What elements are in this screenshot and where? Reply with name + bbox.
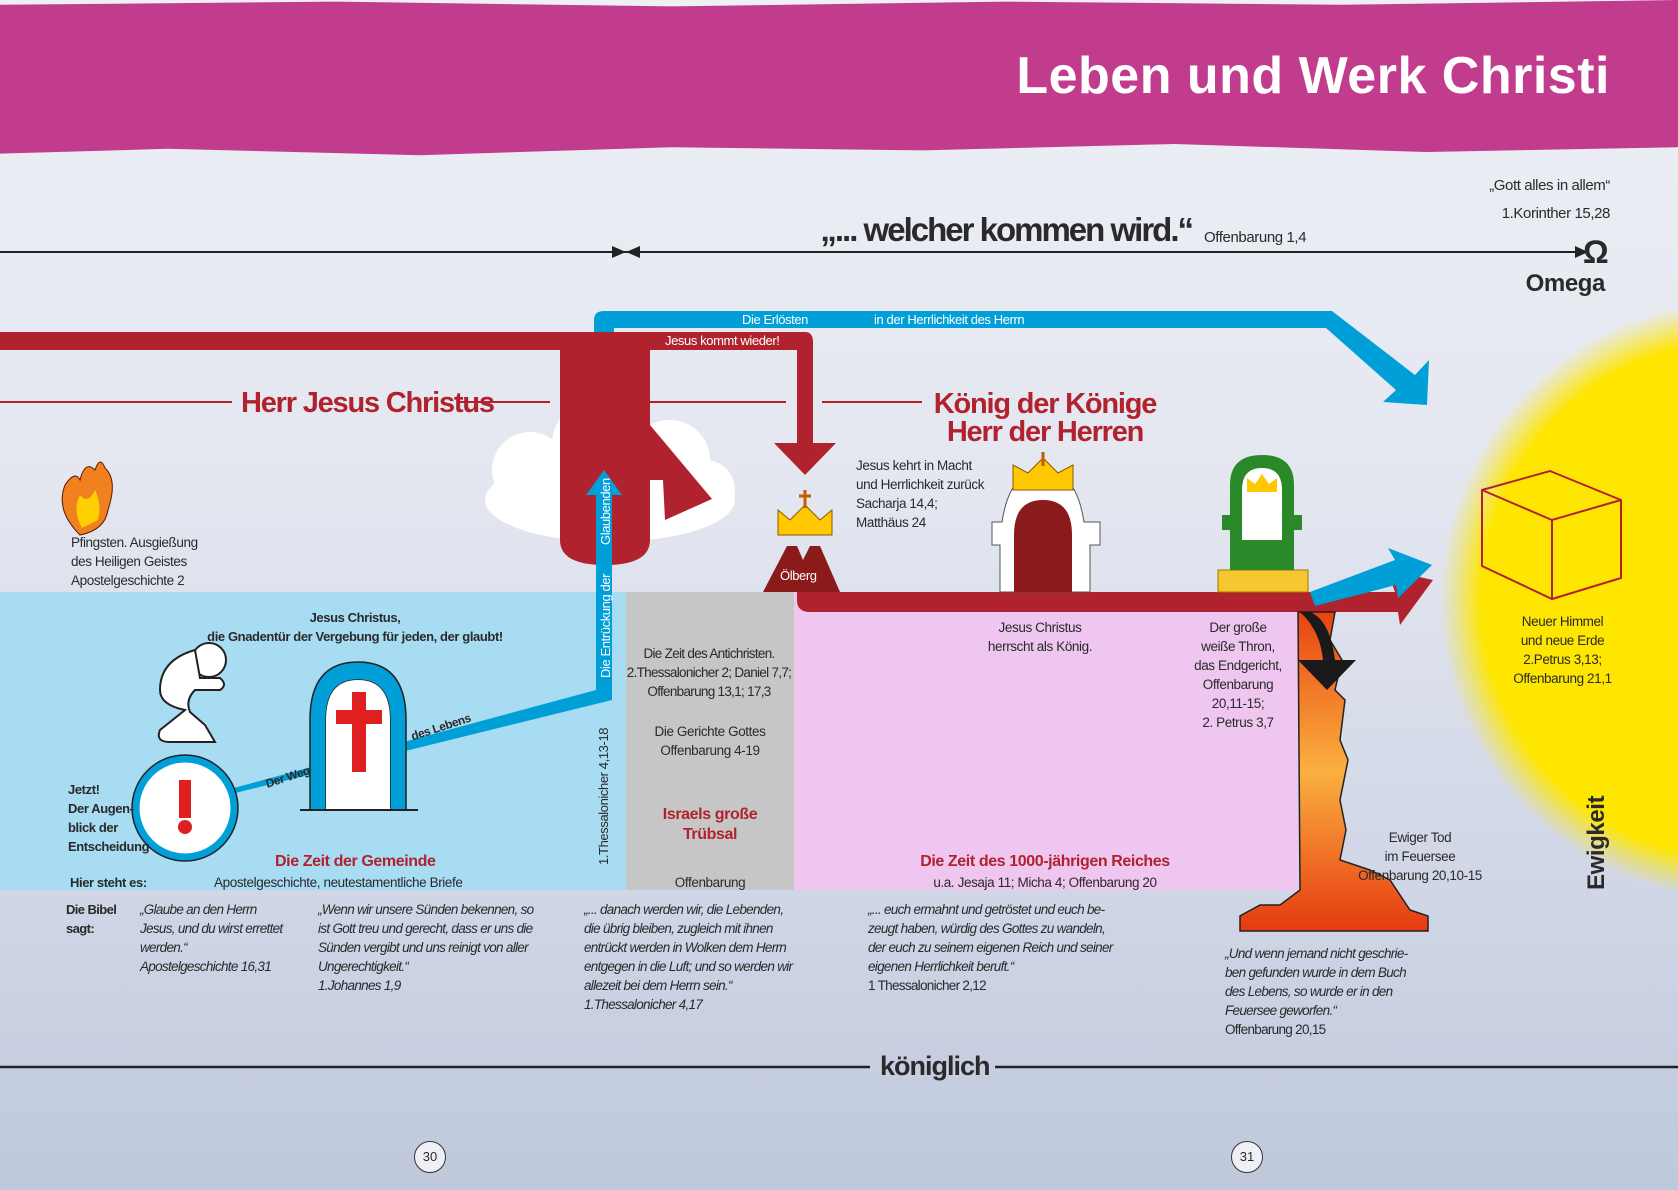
zone-reich [794,592,1298,890]
heading-herr-jesus: Herr Jesus Christus [241,387,495,419]
bible-quote-5: „Und wenn jemand nicht geschrie-ben gefu… [1225,946,1408,1037]
red-arrow-return [0,332,836,565]
label-entrueckung: Die Entrückung der [598,573,613,678]
crown-icon [777,490,833,536]
grace-door-icon [300,661,418,811]
kneeling-person-icon [157,642,227,743]
koeniglich-label: königlich [880,1051,991,1081]
red-arrow-kingdom [797,570,1433,625]
eternity-sun [1380,300,1678,900]
ewigkeit-label: Ewigkeit [1583,795,1610,890]
bible-quote-4: „... euch ermahnt und getröstet und euch… [868,902,1113,993]
blue-rapture-path [204,470,622,800]
label-herrlichkeit: in der Herrlichkeit des Herrn [874,312,1025,327]
blue-arrow-redeemed [594,311,1429,405]
heading-koenig-line1: König der Könige [933,388,1158,420]
kingdom-gate-icon [991,452,1101,593]
decision-exclamation-icon [131,754,239,862]
quote-coming: „... welcher kommen wird.“ [820,211,1194,248]
antichrist-text: Die Zeit des Antichristen.2.Thessalonich… [626,646,792,699]
label-glaubenden: Glaubenden [598,478,613,545]
timeline-marker-right [626,246,640,258]
page-number-right: 31 [1231,1141,1263,1173]
omega-label: Omega [1525,270,1606,297]
reich-ref: u.a. Jesaja 11; Micha 4; Offenbarung 20 [933,875,1157,890]
gott-quote: „Gott alles in allem“ [1489,177,1610,194]
gnadentuer-caption: Jesus Christus,die Gnadentür der Vergebu… [207,610,503,644]
page-number-left: 30 [414,1141,446,1173]
blue-arrow-eternity [1310,548,1432,606]
timeline-arrowhead [1575,246,1588,258]
label-erloesten: Die Erlösten [742,312,809,327]
omega-symbol: Ω [1583,234,1609,270]
label-thess-ref: 1.Thessalonicher 4,13-18 [596,727,611,865]
title-banner [0,0,1678,156]
heading-koenig-line2: Herr der Herren [946,416,1145,448]
bible-quote-3: „... danach werden wir, die Lebenden,die… [584,902,793,1012]
page-title: Leben und Werk Christi [1016,47,1610,105]
truebsal-ref: Offenbarung [674,875,746,890]
flame-icon [61,461,113,536]
hier-steht-label: Hier steht es: [70,875,147,890]
black-arrow-judgment [1298,612,1356,690]
label-jesus-kommt: Jesus kommt wieder! [665,333,780,348]
timeline-marker-left [612,246,626,258]
gemeinde-ref: Apostelgeschichte, neutestamentliche Bri… [214,875,463,890]
gemeinde-title: Die Zeit der Gemeinde [275,853,436,870]
quote-coming-ref: Offenbarung 1,4 [1204,229,1307,246]
cube-icon [1481,469,1622,601]
mount-of-olives-icon [763,546,840,592]
white-throne-icon [1217,455,1309,593]
gott-ref: 1.Korinther 15,28 [1501,205,1611,222]
reich-title: Die Zeit des 1000-jährigen Reiches [920,853,1170,870]
label-oelberg: Ölberg [780,568,817,583]
zone-truebsal [626,592,794,890]
